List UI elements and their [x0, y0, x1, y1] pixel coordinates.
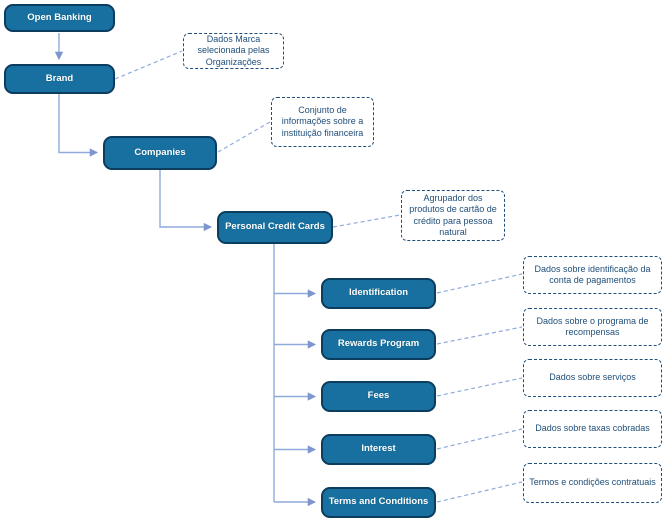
note-identification: Dados sobre identificação da conta de pa… [523, 256, 662, 294]
node-open-banking: Open Banking [4, 4, 115, 32]
node-terms-and-conditions: Terms and Conditions [321, 487, 436, 518]
node-identification: Identification [321, 278, 436, 309]
leader-personal-credit-cards-note [332, 214, 401, 228]
node-rewards-program: Rewards Program [321, 329, 436, 360]
node-fees: Fees [321, 381, 436, 412]
leader-brand-note [114, 50, 183, 80]
note-rewards-program: Dados sobre o programa de recompensas [523, 308, 662, 346]
node-interest: Interest [321, 434, 436, 465]
note-personal-credit-cards: Agrupador dos produtos de cartão de créd… [401, 190, 505, 241]
leader-companies-note [217, 121, 271, 153]
leader-rewards-program-note [436, 326, 523, 345]
leader-fees-note [436, 377, 523, 397]
note-brand: Dados Marca selecionada pelas Organizaçõ… [183, 33, 284, 69]
edge-companies-personal-credit-cards [159, 170, 213, 232]
node-companies: Companies [103, 136, 217, 170]
leader-interest-note [436, 428, 523, 450]
edge-brand-companies [58, 94, 99, 157]
leader-terms-and-conditions-note [436, 481, 523, 503]
node-personal-credit-cards: Personal Credit Cards [217, 211, 333, 244]
leader-identification-note [436, 273, 523, 294]
note-terms-and-conditions: Termos e condições contratuais [523, 463, 662, 503]
note-interest: Dados sobre taxas cobradas [523, 410, 662, 448]
node-brand: Brand [4, 64, 115, 94]
note-companies: Conjunto de informações sobre a institui… [271, 97, 374, 147]
note-fees: Dados sobre serviços [523, 359, 662, 397]
